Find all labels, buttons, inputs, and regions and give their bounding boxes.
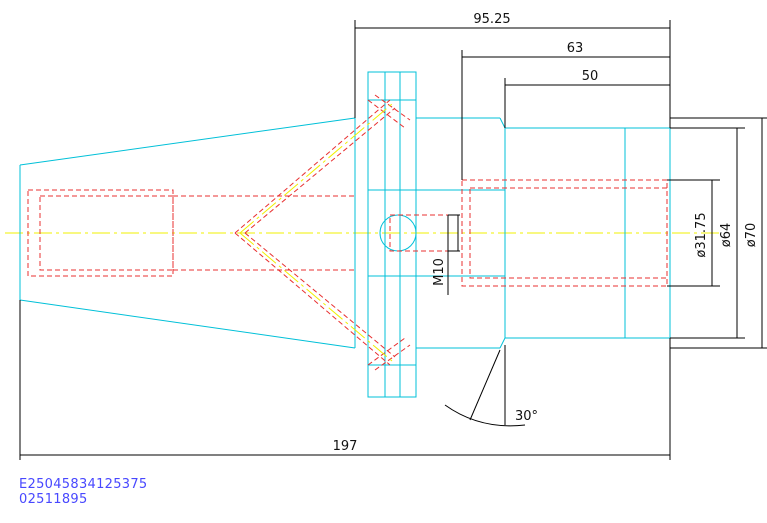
- flange-outline: [367, 71, 417, 398]
- dim-95-25: 95.25: [473, 12, 510, 27]
- dim-197: 197: [333, 439, 358, 454]
- dim-m10: M10: [432, 258, 447, 286]
- taper-outline: [19, 117, 356, 349]
- part-code-line1: E25045834125375: [19, 477, 148, 492]
- hidden-lines: [27, 94, 668, 371]
- dimension-lines: [19, 20, 767, 460]
- dim-50: 50: [582, 69, 599, 84]
- dim-63: 63: [567, 41, 584, 56]
- dim-ø70: ø70: [744, 223, 759, 248]
- body-outline: [379, 117, 671, 349]
- part-code-line2: 02511895: [19, 492, 88, 507]
- dim-ø64: ø64: [719, 223, 734, 248]
- dim-ø31-75: ø31.75: [694, 212, 709, 257]
- taper-centerlines: [239, 103, 393, 362]
- dim-30-deg: 30°: [515, 409, 538, 424]
